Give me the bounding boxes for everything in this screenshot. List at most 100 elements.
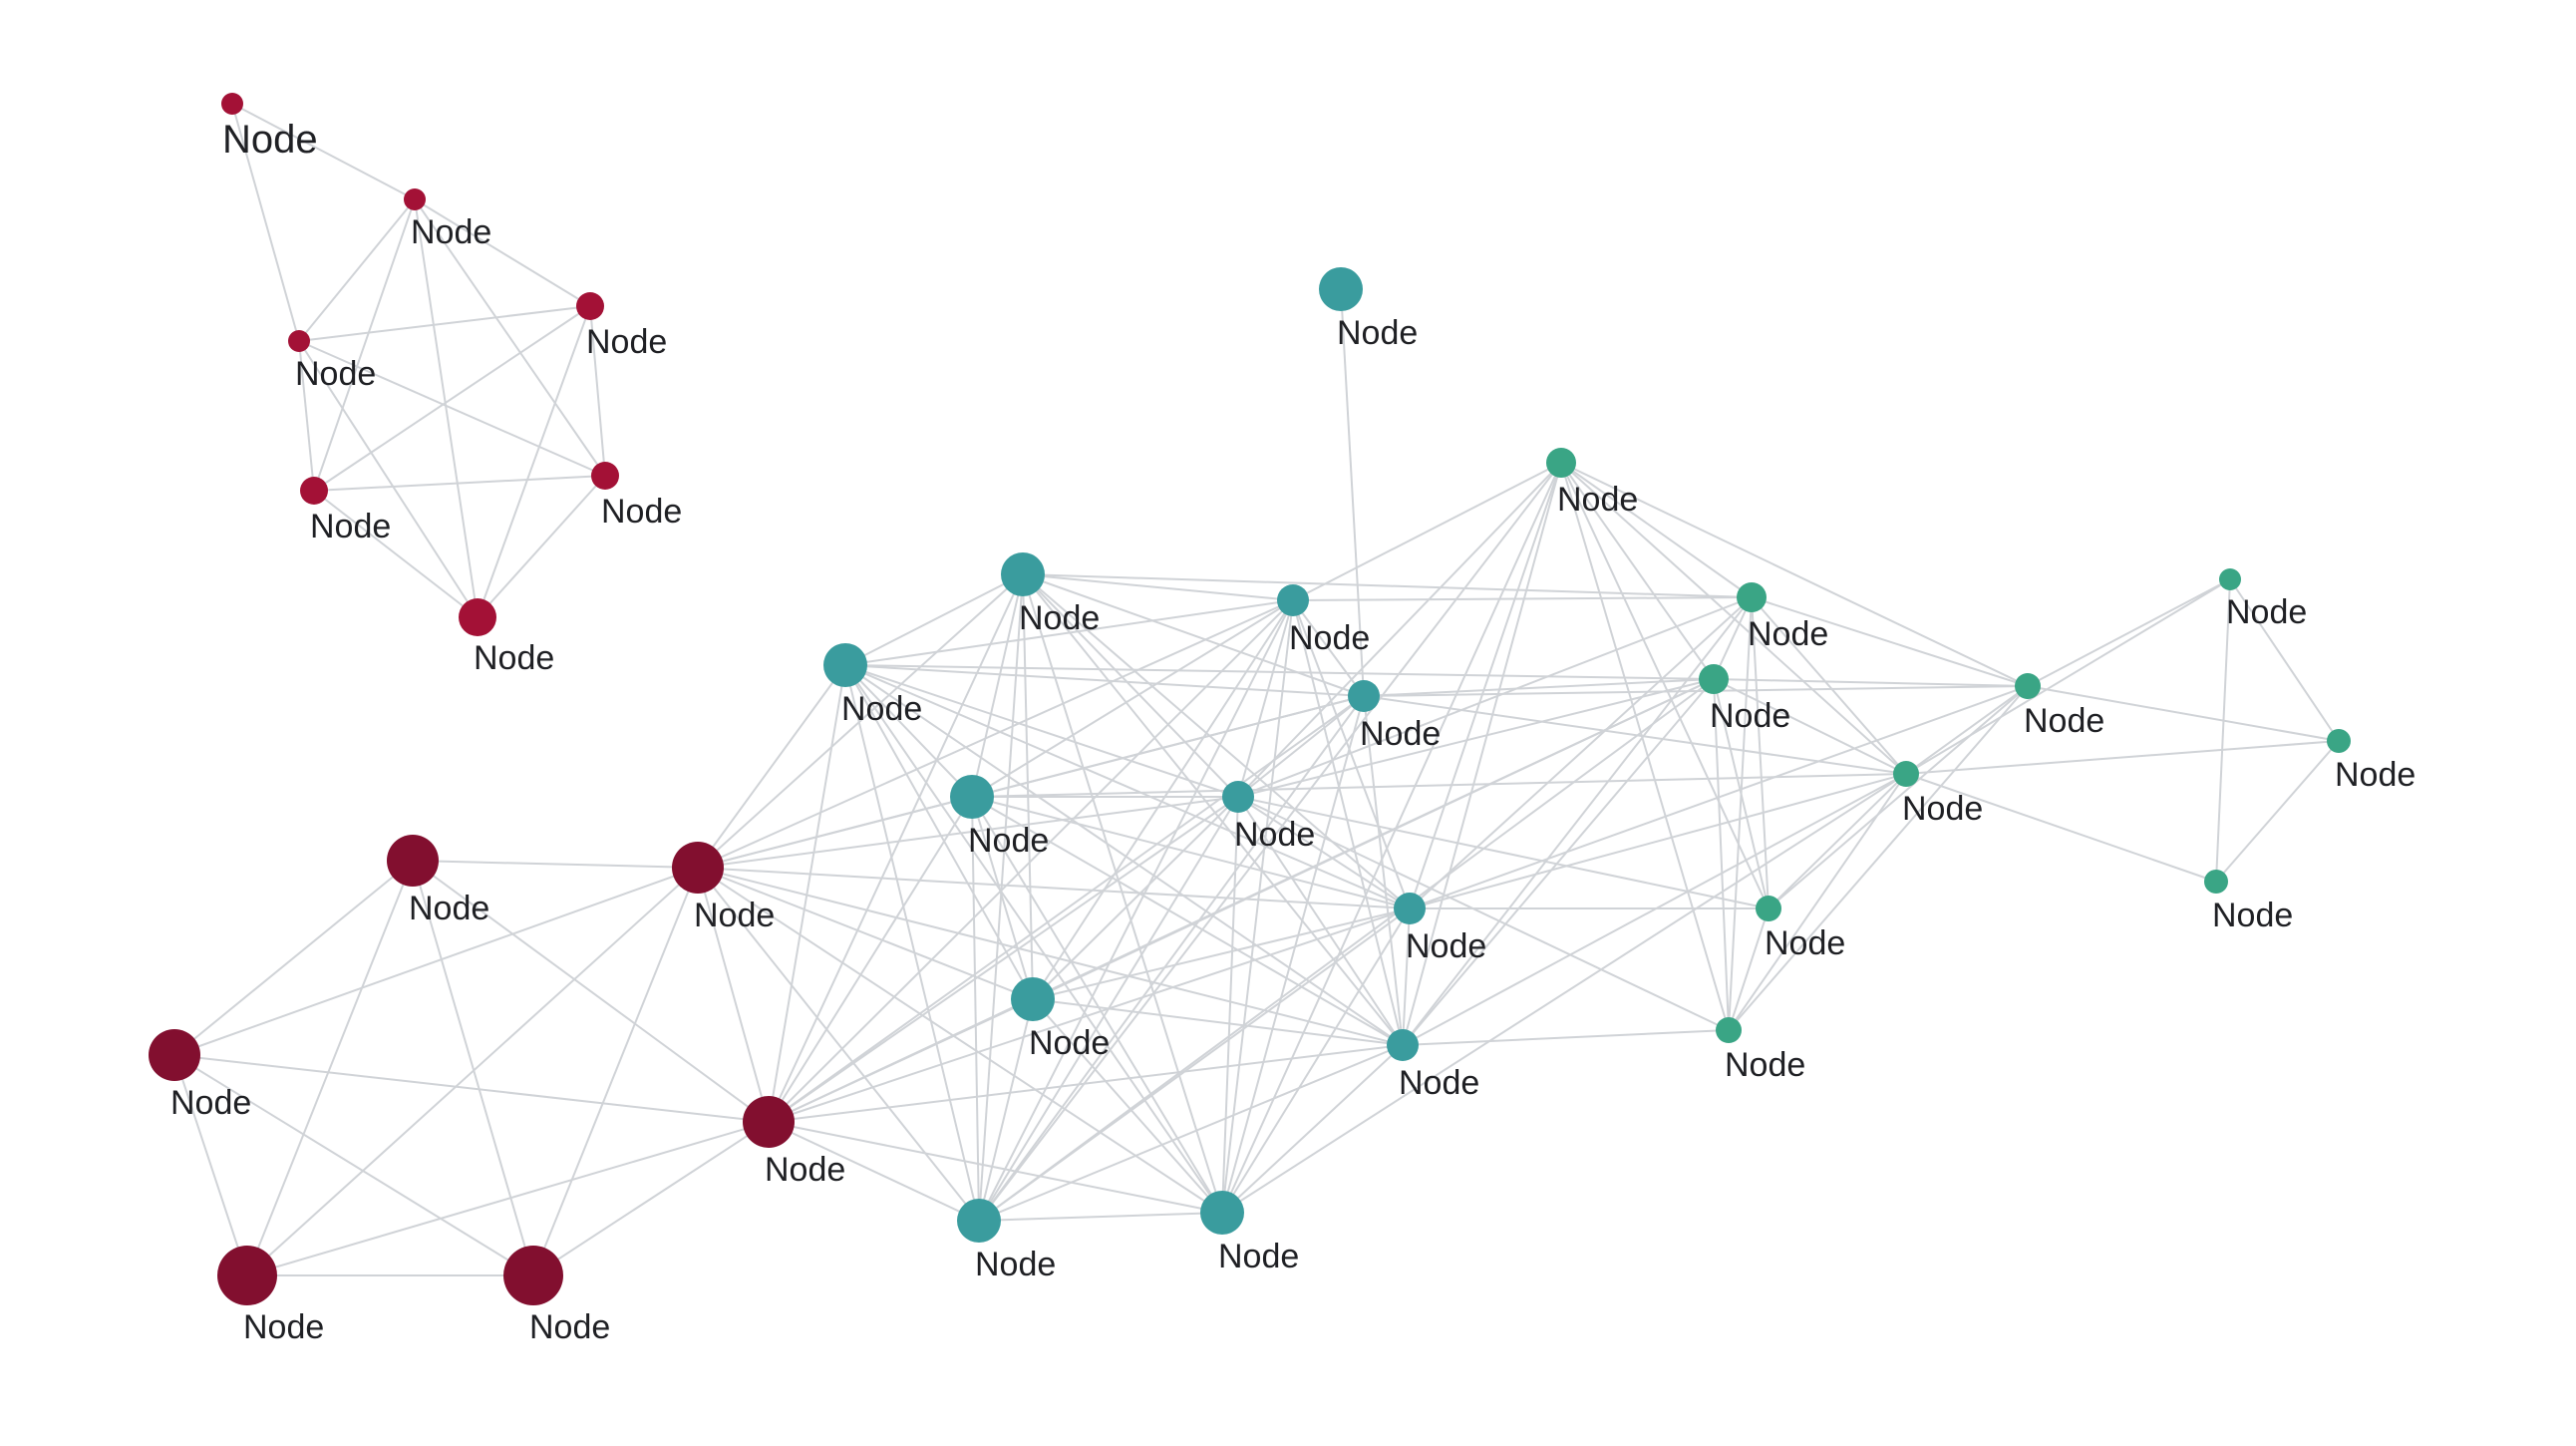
node-g8-green[interactable] — [2327, 729, 2351, 753]
node-m1-maroon[interactable] — [672, 842, 724, 894]
node-m3-maroon[interactable] — [743, 1096, 795, 1148]
edge-t1-g1 — [1022, 573, 1753, 598]
node-t1-teal[interactable] — [1001, 552, 1045, 596]
edge-t10-t11 — [978, 1212, 1223, 1222]
node-g6-green[interactable] — [1716, 1017, 1742, 1043]
node-label-a1: Node — [411, 213, 491, 251]
node-g4-green[interactable] — [1893, 761, 1919, 787]
node-t11-teal[interactable] — [1200, 1191, 1244, 1235]
edge-a5-a6 — [477, 475, 606, 618]
node-g2-green[interactable] — [1699, 664, 1729, 694]
node-t2-teal[interactable] — [823, 643, 867, 687]
node-g1-green[interactable] — [1737, 582, 1767, 612]
node-t0-teal[interactable] — [1319, 267, 1363, 311]
edge-t3-t8 — [1032, 599, 1294, 1000]
edge-t8-t10 — [978, 998, 1034, 1222]
node-t4-teal[interactable] — [1348, 680, 1380, 712]
node-g9-green[interactable] — [2204, 870, 2228, 894]
edge-t5-t7 — [971, 796, 1411, 909]
node-a6-crimson[interactable] — [459, 598, 496, 636]
edge-t11-g4 — [1221, 773, 1907, 1214]
edge-a3-a6 — [298, 340, 479, 618]
edge-t7-t9 — [1402, 907, 1411, 1046]
edge-a4-a5 — [313, 475, 606, 492]
node-label-a4: Node — [310, 508, 391, 545]
node-m0-maroon[interactable] — [387, 835, 439, 887]
node-label-g3: Node — [2024, 702, 2104, 740]
node-label-t9: Node — [1399, 1064, 1479, 1102]
node-m5-maroon[interactable] — [503, 1246, 563, 1305]
edge-t5-t11 — [971, 796, 1223, 1214]
edge-g3-g7 — [2027, 578, 2231, 687]
node-t10-teal[interactable] — [957, 1199, 1001, 1243]
edge-a4-a6 — [313, 490, 479, 618]
node-a2-crimson[interactable] — [576, 292, 604, 320]
edge-g0-g2 — [1560, 462, 1715, 680]
node-label-m3: Node — [765, 1151, 845, 1189]
node-g7-green[interactable] — [2219, 568, 2241, 590]
edge-t10-g0 — [978, 462, 1562, 1222]
node-label-g9: Node — [2212, 897, 2293, 934]
edge-g7-g8 — [2229, 578, 2340, 742]
edge-g1-g4 — [1751, 596, 1907, 775]
edge-t6-g0 — [1237, 462, 1562, 798]
node-label-t7: Node — [1406, 927, 1486, 965]
edge-t3-t11 — [1221, 599, 1294, 1214]
edge-m3-t6 — [768, 796, 1239, 1123]
edge-g0-g4 — [1560, 462, 1907, 775]
node-label-t5: Node — [968, 822, 1049, 860]
node-a0-crimson[interactable] — [221, 93, 243, 115]
node-label-g4: Node — [1902, 790, 1983, 828]
edge-m1-t10 — [697, 867, 980, 1222]
edge-g1-g5 — [1751, 596, 1770, 909]
node-t3-teal[interactable] — [1277, 584, 1309, 616]
edge-t1-t8 — [1022, 573, 1034, 1000]
node-t5-teal[interactable] — [950, 775, 994, 819]
edge-m3-t7 — [768, 907, 1411, 1123]
edge-t4-t10 — [978, 695, 1365, 1222]
node-label-t0: Node — [1337, 314, 1418, 352]
node-g3-green[interactable] — [2015, 673, 2041, 699]
edge-t7-g0 — [1409, 462, 1562, 909]
node-label-g2: Node — [1710, 697, 1790, 735]
edge-a0-a1 — [231, 103, 416, 200]
node-a5-crimson[interactable] — [591, 462, 619, 490]
node-g0-green[interactable] — [1546, 448, 1576, 478]
edge-m3-t10 — [768, 1121, 980, 1222]
edge-a1-a6 — [414, 198, 479, 618]
edge-g1-g6 — [1728, 596, 1753, 1031]
node-a4-crimson[interactable] — [300, 477, 328, 505]
edge-t4-t11 — [1221, 695, 1365, 1214]
edge-g3-g6 — [1728, 685, 2029, 1031]
edge-m1-m4 — [246, 867, 699, 1276]
node-label-m4: Node — [243, 1308, 324, 1346]
edge-t7-g1 — [1409, 596, 1753, 909]
node-label-t10: Node — [975, 1246, 1056, 1283]
edge-t2-t8 — [844, 664, 1034, 1000]
node-t8-teal[interactable] — [1011, 977, 1055, 1021]
edge-g3-g5 — [1768, 685, 2029, 909]
edge-t3-t10 — [978, 599, 1294, 1222]
edge-g2-g5 — [1713, 678, 1770, 909]
node-label-t11: Node — [1218, 1238, 1299, 1275]
node-a1-crimson[interactable] — [404, 188, 426, 210]
edge-g1-g3 — [1751, 596, 2029, 687]
edge-t5-t9 — [971, 796, 1404, 1046]
node-t9-teal[interactable] — [1387, 1029, 1419, 1061]
node-a3-crimson[interactable] — [288, 330, 310, 352]
edge-t4-g4 — [1363, 695, 1907, 775]
edge-a2-a4 — [313, 305, 591, 492]
edge-t6-g6 — [1237, 796, 1730, 1031]
edge-t5-t10 — [971, 796, 980, 1222]
node-t6-teal[interactable] — [1222, 781, 1254, 813]
node-t7-teal[interactable] — [1394, 893, 1426, 924]
edge-t3-t5 — [971, 599, 1294, 798]
edge-a1-a5 — [414, 198, 606, 477]
edge-t3-t9 — [1292, 599, 1404, 1046]
node-m4-maroon[interactable] — [217, 1246, 277, 1305]
node-label-m1: Node — [694, 897, 775, 934]
node-label-m2: Node — [170, 1084, 251, 1122]
node-m2-maroon[interactable] — [149, 1029, 200, 1081]
node-g5-green[interactable] — [1756, 896, 1781, 921]
